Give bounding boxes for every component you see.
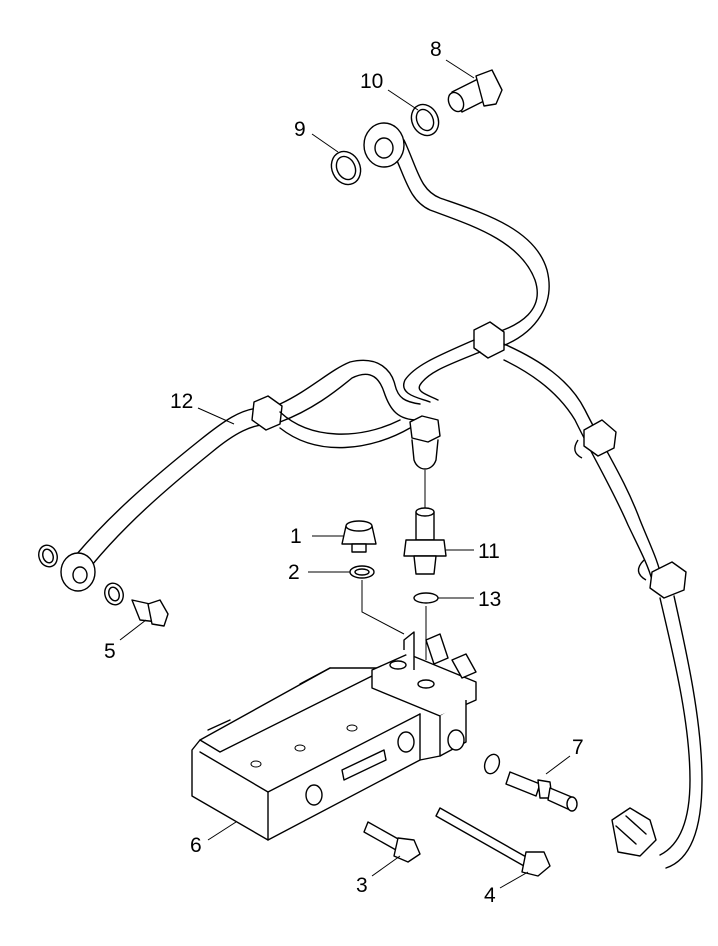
washer-10	[410, 103, 440, 137]
block-6	[191, 631, 477, 841]
washer-9	[330, 150, 362, 186]
bolt-4	[435, 807, 551, 877]
o-ring-7	[483, 753, 501, 775]
callout-1: 1	[290, 525, 302, 548]
left-washer-a	[38, 544, 58, 568]
callout-3: 3	[356, 874, 368, 897]
connector-7	[505, 771, 578, 812]
upper-banjo-fitting	[363, 122, 405, 168]
callout-10: 10	[360, 70, 383, 93]
left-banjo-fitting	[60, 552, 96, 592]
callout-5: 5	[104, 640, 116, 663]
banjo-bolt-8	[447, 69, 503, 113]
pipe-assembly	[75, 139, 703, 869]
callout-13: 13	[478, 588, 501, 611]
callout-4: 4	[484, 884, 496, 907]
callout-8: 8	[430, 38, 442, 61]
leader-lines	[119, 59, 571, 889]
callout-12: 12	[170, 390, 193, 413]
block-axis-line-left	[361, 580, 405, 635]
banjo-bolt-5	[131, 599, 169, 627]
callout-6: 6	[190, 834, 202, 857]
callout-9: 9	[294, 118, 306, 141]
callout-7: 7	[572, 736, 584, 759]
callout-labels: 8 10 9 12 1 2 11 13 5 6 3 4 7	[104, 38, 584, 907]
left-washer-b	[104, 582, 124, 606]
callout-2: 2	[288, 561, 300, 584]
fitting-11	[403, 507, 447, 575]
callout-11: 11	[478, 540, 500, 563]
plug-1	[341, 520, 377, 553]
bolt-3	[363, 821, 421, 863]
pipe-nut	[409, 415, 441, 470]
washer-2	[349, 565, 375, 579]
o-ring-13	[413, 592, 439, 604]
